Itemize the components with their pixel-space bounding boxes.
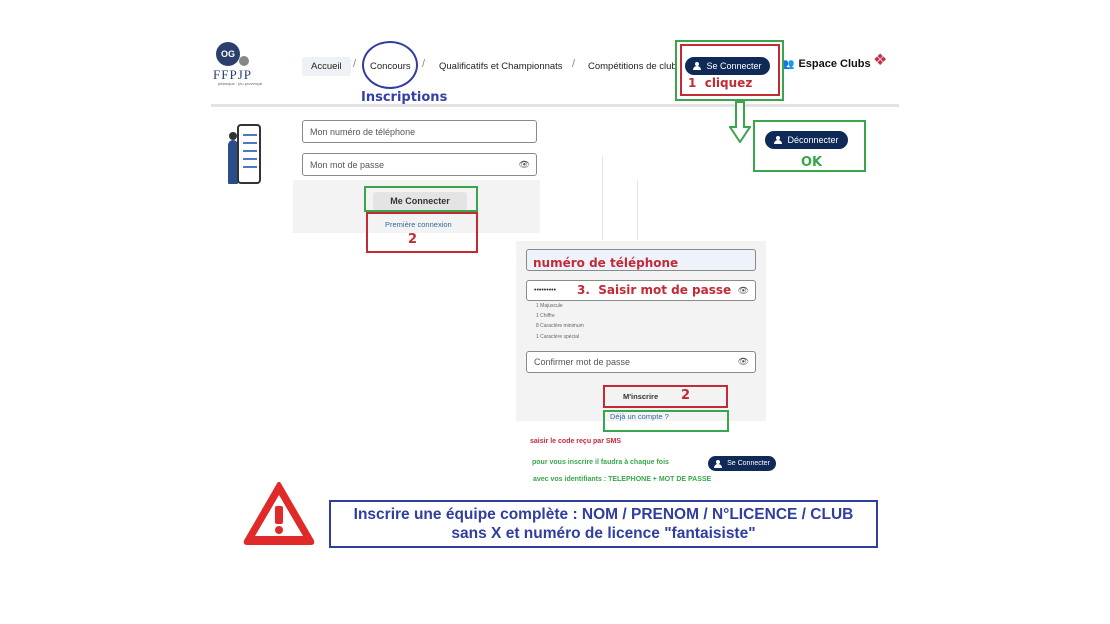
federation-emblem-icon: ❖ <box>873 52 888 69</box>
sms-note: saisir le code reçu par SMS <box>530 438 622 445</box>
identifiers-note: avec vos identifiants : TELEPHONE + MOT … <box>533 476 712 483</box>
show-password-icon[interactable]: 👁 <box>737 356 749 367</box>
user-icon <box>693 62 702 70</box>
se-connecter-mini-button: Se Connecter <box>708 456 776 471</box>
nav-qualificatifs[interactable]: Qualificatifs et Championnats <box>439 61 563 72</box>
each-time-note: pour vous inscrire il faudra à chaque fo… <box>532 459 669 466</box>
person-illustration-body <box>228 140 238 184</box>
warning-line-2: sans X et numéro de licence "fantaisiste… <box>451 525 756 542</box>
inscriptions-annotation: Inscriptions <box>361 90 448 105</box>
divider-line <box>637 180 638 240</box>
logo-ball-icon <box>239 56 249 66</box>
step2-register-annotation: 2 <box>681 388 691 403</box>
password-requirement: 1 Caractère spécial <box>536 334 580 340</box>
ffpjp-logo[interactable]: OG <box>216 42 240 66</box>
deconnecter-button[interactable]: Déconnecter <box>765 131 848 149</box>
step2-login-red-frame <box>366 212 478 253</box>
smartphone-icon <box>237 124 261 184</box>
step2-register-red-frame <box>603 385 728 408</box>
password-requirement: 8 Caractère minimum <box>536 323 584 329</box>
register-phone-input[interactable] <box>526 249 756 271</box>
step1-red-frame <box>680 44 780 96</box>
warning-icon <box>243 482 315 545</box>
register-password-input[interactable]: ••••••••• 👁 <box>526 280 756 301</box>
person-illustration-head <box>229 132 237 140</box>
espace-clubs-label: Espace Clubs <box>798 58 871 70</box>
deja-compte-green-frame <box>603 410 729 432</box>
phone-highlight-annotation: numéro de téléphone <box>533 256 679 270</box>
premiere-connexion-link[interactable]: Première connexion <box>385 220 452 229</box>
divider-line <box>602 156 603 240</box>
deconnecter-label: Déconnecter <box>787 135 839 145</box>
password-requirement: 1 Majuscule <box>536 303 563 309</box>
register-form-panel <box>516 241 766 421</box>
ok-green-frame <box>753 120 866 172</box>
se-connecter-button[interactable]: Se Connecter <box>685 57 770 75</box>
user-icon <box>774 136 783 144</box>
login-password-placeholder: Mon mot de passe <box>310 159 385 170</box>
navbar-divider <box>211 104 899 107</box>
login-phone-placeholder: Mon numéro de téléphone <box>310 126 416 137</box>
nav-separator: / <box>422 58 426 70</box>
nav-accueil[interactable]: Accueil <box>302 57 351 76</box>
logo-initials: OG <box>220 49 235 59</box>
deja-compte-link[interactable]: Déjà un compte ? <box>610 412 669 421</box>
concours-highlight-circle <box>362 41 418 89</box>
login-phone-input[interactable]: Mon numéro de téléphone <box>302 120 537 143</box>
password-requirement: 1 Chiffre <box>536 313 555 319</box>
login-password-input[interactable]: Mon mot de passe 👁 <box>302 153 537 176</box>
users-icon: 👥 <box>782 58 795 70</box>
confirm-password-input[interactable]: Confirmer mot de passe 👁 <box>526 351 756 373</box>
espace-clubs-link[interactable]: 👥 Espace Clubs <box>782 58 871 70</box>
arrow-down-icon <box>729 101 751 143</box>
me-connecter-button[interactable]: Me Connecter <box>373 192 467 210</box>
nav-competitions[interactable]: Compétitions de club <box>588 61 677 72</box>
step1-annotation: 1 cliquez <box>688 76 753 90</box>
warning-line-1: Inscrire une équipe complète : NOM / PRE… <box>353 506 854 523</box>
logo-text: FFPJP <box>213 67 252 82</box>
password-mask: ••••••••• <box>534 287 557 294</box>
logo-tagline: pétanque · jeu provençal <box>218 81 263 86</box>
warning-message-box: Inscrire une équipe complète : NOM / PRE… <box>329 500 878 548</box>
ok-annotation: OK <box>801 155 823 170</box>
step2-login-annotation: 2 <box>408 232 418 247</box>
nav-separator: / <box>353 58 357 70</box>
nav-separator: / <box>572 58 576 70</box>
user-icon <box>714 459 723 468</box>
me-connecter-green-frame <box>364 186 478 212</box>
show-password-icon[interactable]: 👁 <box>518 159 530 169</box>
step3-annotation: 3. Saisir mot de passe <box>577 283 732 297</box>
step1-green-frame <box>675 40 784 101</box>
minscrire-button[interactable]: M'inscrire <box>623 392 659 401</box>
se-connecter-mini-label: Se Connecter <box>727 460 770 467</box>
show-password-icon[interactable]: 👁 <box>737 285 749 295</box>
se-connecter-label: Se Connecter <box>706 61 762 71</box>
confirm-password-placeholder: Confirmer mot de passe <box>534 357 631 367</box>
